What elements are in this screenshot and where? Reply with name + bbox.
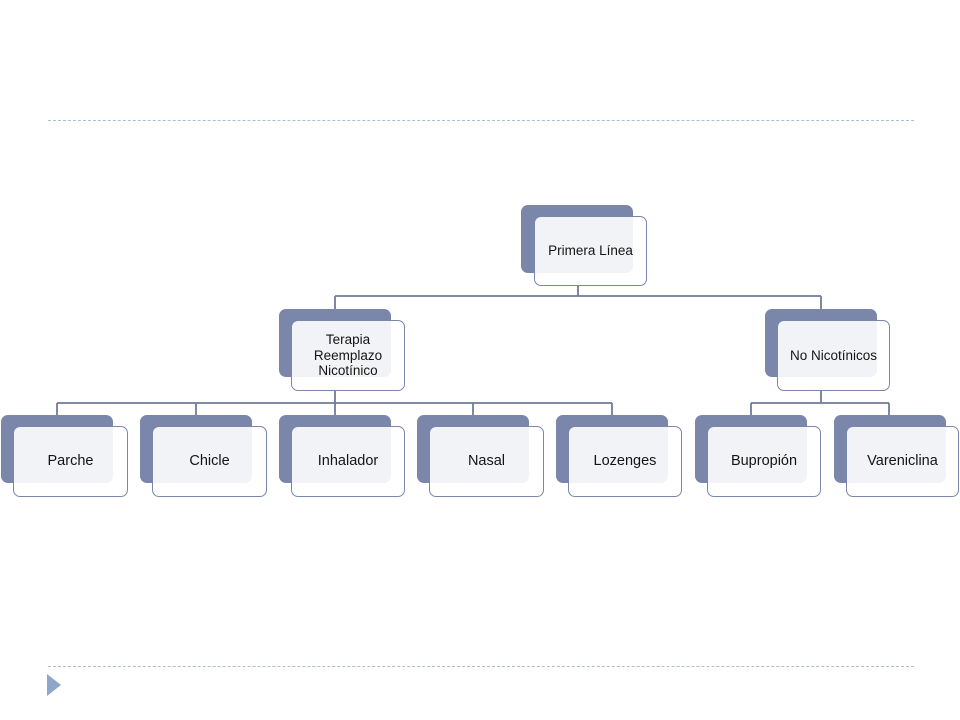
node-label: No Nicotínicos <box>789 347 878 363</box>
node-label: Bupropión <box>730 453 798 470</box>
node-label: Primera Línea <box>548 243 633 259</box>
node-label: Lozenges <box>593 453 657 470</box>
node-label: Parche <box>47 453 94 470</box>
next-slide-arrow-icon[interactable] <box>47 674 61 696</box>
connector-root <box>334 286 822 310</box>
bottom-divider <box>48 666 914 667</box>
node-label: Vareniclina <box>867 453 938 470</box>
top-divider <box>48 120 914 121</box>
connector-nonic <box>750 390 890 416</box>
node-label: Terapia Reemplazo Nicotínico <box>313 332 383 379</box>
node-label: Chicle <box>189 453 230 470</box>
node-label: Nasal <box>467 453 506 470</box>
connector-trn <box>56 390 613 416</box>
node-label: Inhalador <box>317 453 379 470</box>
